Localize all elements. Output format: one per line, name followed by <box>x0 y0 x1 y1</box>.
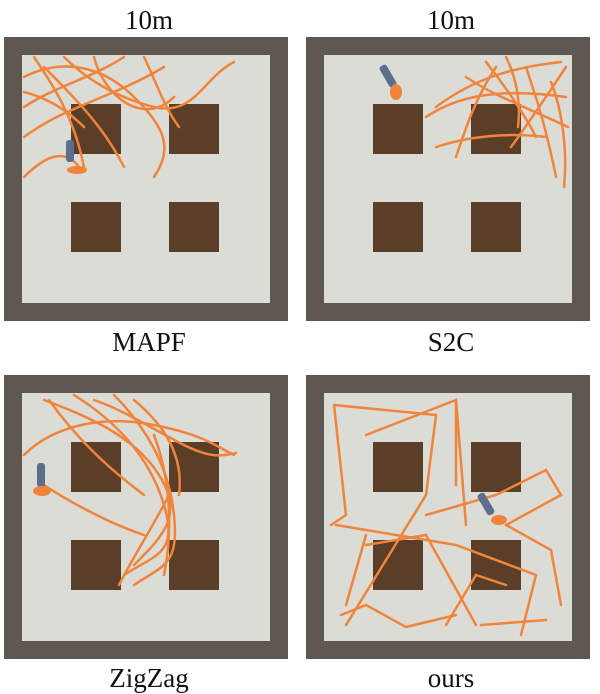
arena-floor <box>22 393 270 641</box>
method-label-s2c: S2C <box>427 327 475 357</box>
obstacle <box>471 104 521 154</box>
obstacle <box>169 202 219 252</box>
obstacle <box>373 540 423 590</box>
panel-mapf <box>4 37 288 321</box>
panel-zigzag <box>4 375 288 659</box>
panel-s2c <box>306 37 590 321</box>
obstacle <box>71 442 121 492</box>
robot-icon <box>477 492 507 525</box>
arena-floor <box>22 55 270 303</box>
robot-icon <box>379 64 402 100</box>
arena-floor <box>324 393 572 641</box>
arena-floor <box>324 55 572 303</box>
obstacle <box>471 202 521 252</box>
trajectory <box>424 55 570 189</box>
obstacle <box>373 442 423 492</box>
method-label-ours: ours <box>427 663 475 693</box>
obstacle <box>471 442 521 492</box>
obstacle <box>71 202 121 252</box>
obstacle <box>169 104 219 154</box>
obstacle <box>71 540 121 590</box>
scale-label-right: 10m <box>426 5 475 35</box>
trajectory <box>22 55 236 179</box>
trajectory <box>329 398 563 637</box>
scale-label-left: 10m <box>124 5 173 35</box>
obstacle <box>373 104 423 154</box>
obstacle <box>169 540 219 590</box>
panel-ours <box>306 375 590 659</box>
robot-icon <box>66 140 87 174</box>
trajectory <box>22 393 238 587</box>
robot-icon <box>33 463 51 496</box>
obstacle <box>373 202 423 252</box>
method-label-mapf: MAPF <box>112 327 186 357</box>
method-label-zigzag: ZigZag <box>109 663 189 693</box>
